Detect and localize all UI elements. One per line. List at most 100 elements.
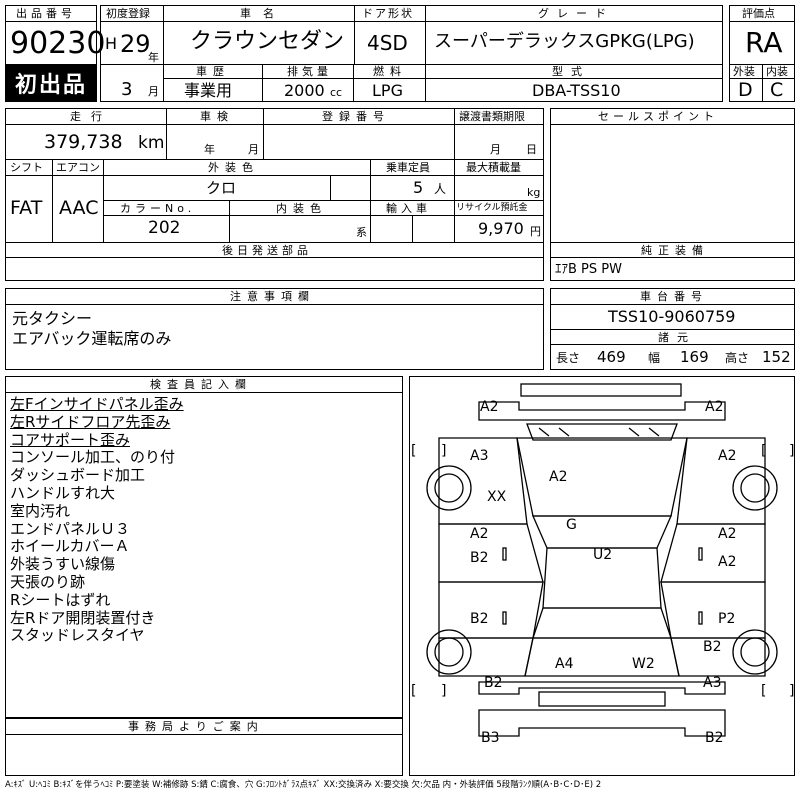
later-parts-label: 後日発送部品 (222, 244, 312, 257)
ac-label: エアコン (56, 161, 100, 174)
capacity-label: 乗車定員 (386, 161, 430, 174)
lot-label: 出品番号 (16, 7, 76, 20)
grade: スーパーデラックスGPKG(LPG) (434, 31, 695, 52)
equipment-label: 純正装備 (641, 244, 709, 257)
int-score-cell (762, 78, 795, 102)
transfer-label: 譲渡書類期限 (459, 110, 525, 123)
inspector-line-7: 室内汚れ (10, 501, 71, 520)
ext-label: 外装 (733, 65, 755, 78)
length-label: 長さ (556, 351, 581, 365)
damage-mark-2: A2 (705, 399, 724, 415)
fuel-label: 燃料 (373, 65, 407, 78)
sales-cell (550, 124, 795, 243)
height: 152 (762, 348, 791, 366)
car-name-label: 車名 (240, 7, 286, 20)
damage-mark-12: A2 (718, 554, 737, 570)
reg-no-label: 登録番号 (322, 110, 390, 123)
damage-mark-21: B2 (705, 730, 724, 746)
model: DBA-TSS10 (532, 81, 621, 100)
door-label: ドア形状 (362, 7, 414, 20)
color-no-label: カラーNo. (120, 202, 196, 215)
grade-label: グレード (538, 7, 614, 20)
lot-number: 90230 (10, 26, 106, 61)
damage-mark-10: U2 (593, 547, 613, 563)
damage-mark-20: B3 (481, 730, 500, 746)
reg-no-cell (263, 124, 455, 160)
damage-mark-14: P2 (718, 611, 736, 627)
first-listing-badge: 初出品 (5, 64, 97, 102)
caution-label: 注意事項欄 (230, 290, 315, 303)
caution-cell (5, 304, 544, 370)
car-diagram (426, 383, 778, 737)
reg-month: 3 (121, 79, 133, 100)
first-listing-badge-text: 初出品 (14, 73, 87, 98)
shift-label: シフト (10, 161, 43, 174)
interior-color-cell (229, 215, 371, 243)
width: 169 (680, 348, 709, 366)
car-diagram-frame (409, 376, 795, 776)
shift: FAT (10, 197, 43, 219)
damage-mark-1: A2 (480, 399, 499, 415)
inspector-cell (5, 392, 403, 718)
interior-color-unit: 系 (356, 226, 367, 239)
inspector-line-10: 外装うすい線傷 (10, 555, 116, 574)
office-label: 事務局よりご案内 (128, 720, 264, 733)
reg-year: 29 (120, 30, 151, 58)
inspector-line-12: Rシートはずれ (10, 590, 111, 609)
chassis-label: 車台番号 (640, 290, 708, 303)
damage-mark-17: W2 (632, 656, 655, 672)
sales-label: セールスポイント (598, 110, 718, 123)
transfer-month-unit: 月 (490, 143, 501, 156)
recycle-unit: 円 (530, 225, 541, 238)
inspector-line-14: スタッドレスタイヤ (10, 626, 145, 645)
mileage-unit: km (138, 133, 165, 153)
color-no: 202 (148, 218, 181, 238)
specs-label: 諸元 (658, 331, 696, 344)
damage-mark-6: XX (487, 489, 507, 505)
caution-line-1: 元タクシー (12, 309, 93, 328)
reg-month-unit: 月 (148, 85, 159, 98)
displacement: 2000 (284, 81, 325, 100)
damage-mark-4: A2 (718, 448, 737, 464)
transfer-day-unit: 日 (526, 143, 537, 156)
first-reg-label: 初度登録 (106, 7, 150, 20)
lamp-bracket-left-close: ] (441, 683, 447, 699)
model-label: 型式 (552, 65, 590, 78)
damage-mark-9: A2 (718, 526, 737, 542)
mirror-bracket-left: [ (411, 443, 417, 459)
capacity-unit: 人 (434, 182, 447, 196)
caution-line-2: エアバック運転席のみ (12, 329, 172, 348)
chassis-no: TSS10-9060759 (608, 307, 736, 326)
inspector-line-6: ハンドルすれ大 (10, 484, 116, 502)
inspector-line-8: エンドパネルＵ３ (10, 519, 131, 538)
score-label: 評価点 (742, 7, 775, 20)
damage-mark-11: B2 (470, 550, 489, 566)
specs-cell (550, 344, 795, 370)
max-load-unit: kg (527, 186, 541, 199)
interior-color-label: 内装色 (276, 202, 327, 215)
ext-score: D (738, 79, 753, 101)
import-label: 輸入車 (386, 202, 431, 215)
damage-mark-13: B2 (470, 611, 489, 627)
mileage-label: 走行 (70, 110, 112, 123)
inspector-label: 検査員記入欄 (150, 378, 252, 391)
inspector-line-5: ダッシュボード加工 (10, 466, 146, 485)
int-label: 内装 (766, 65, 788, 78)
recycle-fee: 9,970 (478, 219, 524, 238)
history-label: 車歴 (196, 65, 230, 78)
inspector-line-11: 天張のり跡 (10, 573, 86, 591)
max-load-label: 最大積載量 (466, 161, 521, 174)
damage-mark-8: A2 (470, 526, 489, 542)
import-cell-b (412, 215, 455, 243)
era: H (105, 34, 118, 53)
inspector-line-1: 左Fインサイドパネル歪み (10, 395, 184, 413)
equipment: ｴｱB PS PW (555, 262, 622, 277)
later-parts-cell (5, 257, 544, 281)
inspector-line-13: 左Rドア開閉装置付き (10, 608, 156, 627)
equipment-cell (550, 257, 795, 281)
overall-score: RA (745, 26, 783, 59)
width-label: 幅 (648, 351, 661, 365)
damage-mark-7: G (566, 517, 577, 533)
damage-mark-3: A3 (470, 448, 489, 464)
damage-mark-5: A2 (549, 469, 568, 485)
